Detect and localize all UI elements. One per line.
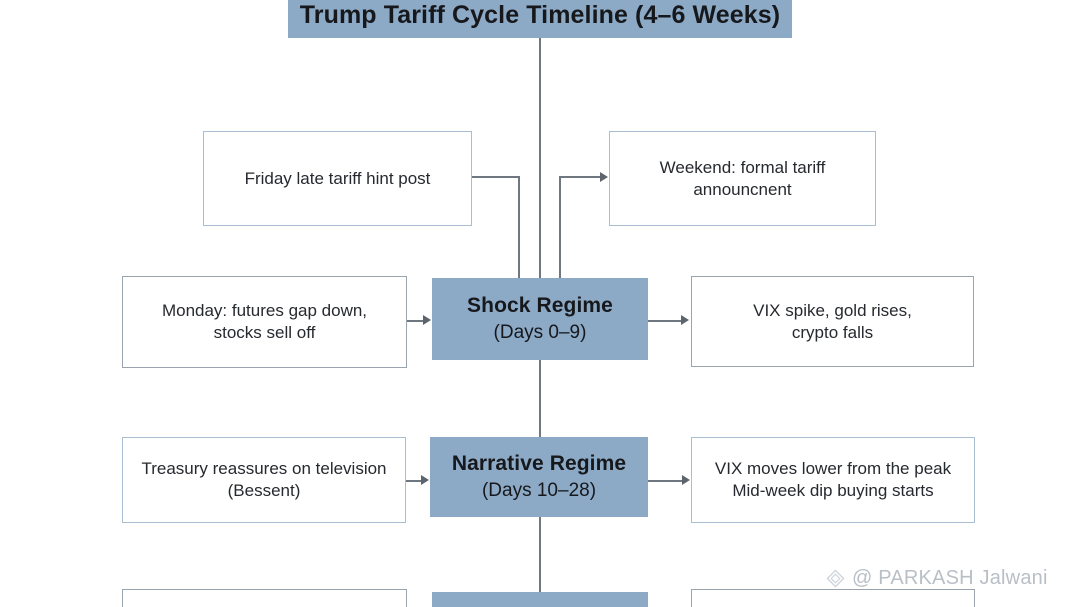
- diamond-icon: [826, 569, 845, 588]
- connector-weekend-vertical: [559, 176, 561, 278]
- spine-narrative-to-resolution: [539, 517, 541, 593]
- node-vix-spike-line1: VIX spike, gold rises,: [753, 300, 912, 320]
- node-treasury-line2: (Bessent): [227, 481, 301, 500]
- arrow-shock-to-vix: [681, 315, 689, 325]
- page-title: Trump Tariff Cycle Timeline (4–6 Weeks): [299, 0, 781, 29]
- node-weekend-line2: announcnent: [693, 179, 792, 199]
- watermark-handle: @ PARKASH Jalwani: [852, 567, 1048, 589]
- arrow-narrative-to-vix: [682, 475, 690, 485]
- node-monday-line2: stocks sell off: [213, 323, 316, 342]
- arrow-monday-to-shock: [423, 315, 431, 325]
- connector-friday-horizontal: [471, 176, 519, 178]
- node-vix-spike-line2: crypto falls: [791, 322, 874, 342]
- node-shock-regime: Shock Regime (Days 0–9): [432, 278, 648, 360]
- node-vix-lower-line2: Mid-week dip buying starts: [732, 481, 934, 500]
- node-vix-lower-line1: VIX moves lower from the peak: [714, 459, 952, 479]
- node-monday-futures: Monday: futures gap down, stocks sell of…: [122, 276, 407, 368]
- shock-regime-subtitle: (Days 0–9): [493, 321, 587, 343]
- connector-shock-to-vix: [648, 320, 684, 322]
- shock-regime-title: Shock Regime: [467, 293, 613, 317]
- narrative-regime-subtitle: (Days 10–28): [481, 479, 597, 501]
- node-weekend-announcement: Weekend: formal tariff announcnent: [609, 131, 876, 226]
- spine-title-to-shock: [539, 38, 541, 278]
- node-weekend-line1: Weekend: formal tariff: [659, 157, 826, 177]
- connector-treasury-to-narrative: [406, 480, 426, 482]
- narrative-regime-title: Narrative Regime: [451, 451, 627, 475]
- node-bottom-right-clipped: [691, 589, 975, 607]
- node-vix-moves-lower: VIX moves lower from the peak Mid-week d…: [691, 437, 975, 523]
- node-friday-line1: Friday late tariff hint post: [244, 168, 431, 188]
- watermark: @ PARKASH Jalwani: [826, 567, 1048, 590]
- connector-monday-to-shock: [407, 320, 427, 322]
- node-friday-hint: Friday late tariff hint post: [203, 131, 472, 226]
- arrow-treasury-to-narrative: [421, 475, 429, 485]
- node-resolution-regime: Resolutio: [432, 592, 648, 607]
- arrow-to-weekend: [600, 172, 608, 182]
- connector-weekend-horizontal: [559, 176, 602, 178]
- node-monday-line1: Monday: futures gap down,: [161, 301, 368, 321]
- node-vix-spike: VIX spike, gold rises, crypto falls: [691, 276, 974, 367]
- node-treasury-reassures: Treasury reassures on television (Bessen…: [122, 437, 406, 523]
- node-treasury-line1: Treasury reassures on television: [141, 459, 387, 479]
- connector-friday-vertical: [518, 176, 520, 278]
- spine-shock-to-narrative: [539, 360, 541, 438]
- diagram-title-banner: Trump Tariff Cycle Timeline (4–6 Weeks): [288, 0, 792, 38]
- connector-narrative-to-vix: [648, 480, 685, 482]
- node-bottom-left-clipped: [122, 589, 407, 607]
- node-narrative-regime: Narrative Regime (Days 10–28): [430, 437, 648, 517]
